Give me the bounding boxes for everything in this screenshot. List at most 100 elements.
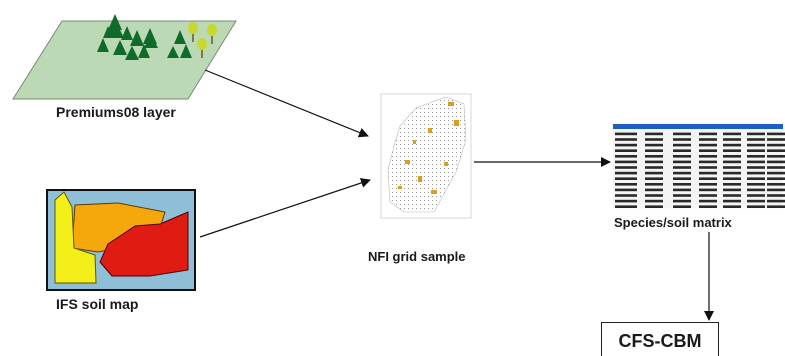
matrix-cell xyxy=(615,171,637,175)
matrix-cell xyxy=(645,171,663,175)
matrix-cell xyxy=(645,177,663,180)
edge-soil-to-nfi xyxy=(199,178,371,238)
matrix-cell xyxy=(615,132,637,136)
matrix-cell xyxy=(699,188,717,192)
matrix-cell xyxy=(673,132,691,136)
matrix-cell xyxy=(723,132,741,136)
premiums-layer-label: Premiums08 layer xyxy=(56,104,176,120)
matrix-cell xyxy=(699,177,717,180)
matrix-cell xyxy=(747,188,765,192)
matrix-cell xyxy=(747,205,765,208)
matrix-cell xyxy=(615,166,637,169)
matrix-cell xyxy=(673,183,691,186)
matrix-cell xyxy=(767,194,785,197)
premiums-layer-image xyxy=(12,14,237,100)
matrix-cell xyxy=(645,160,663,164)
matrix-cell xyxy=(699,166,717,169)
matrix-cell xyxy=(747,138,765,141)
matrix-cell xyxy=(673,188,691,192)
matrix-cell xyxy=(673,171,691,175)
matrix-cell xyxy=(615,194,637,197)
matrix-cell xyxy=(699,138,717,141)
matrix-cell xyxy=(673,138,691,141)
matrix-cell xyxy=(645,143,663,147)
deciduous-tree-icon xyxy=(188,22,217,58)
matrix-cell xyxy=(615,177,637,180)
matrix-cell xyxy=(673,166,691,169)
matrix-cell xyxy=(615,183,637,186)
matrix-cell xyxy=(747,171,765,175)
matrix-cell xyxy=(645,138,663,141)
matrix-cell xyxy=(673,143,691,147)
matrix-cell xyxy=(673,160,691,164)
matrix-cell xyxy=(645,149,663,152)
matrix-cell xyxy=(699,132,717,136)
matrix-cell xyxy=(645,188,663,192)
matrix-cell xyxy=(699,194,717,197)
matrix-cell xyxy=(699,143,717,147)
matrix-cell xyxy=(723,188,741,192)
matrix-cell xyxy=(767,177,785,180)
matrix-cell xyxy=(747,160,765,164)
matrix-cell xyxy=(615,199,637,203)
matrix-cell xyxy=(615,138,637,141)
matrix-cell xyxy=(615,149,637,152)
matrix-cell xyxy=(767,138,785,141)
nfi-grid-image xyxy=(380,93,472,219)
matrix-cell xyxy=(723,194,741,197)
soil-map-image xyxy=(46,189,196,291)
matrix-cell xyxy=(699,205,717,208)
matrix-cell xyxy=(747,183,765,186)
species-soil-matrix-label: Species/soil matrix xyxy=(614,215,732,230)
matrix-cell xyxy=(673,155,691,158)
matrix-cell xyxy=(767,183,785,186)
matrix-cell xyxy=(723,138,741,141)
matrix-cell xyxy=(673,199,691,203)
species-matrix-image xyxy=(613,124,785,209)
matrix-cell xyxy=(699,171,717,175)
matrix-cell xyxy=(723,177,741,180)
matrix-cell xyxy=(699,155,717,158)
matrix-cell xyxy=(767,160,785,164)
matrix-cell xyxy=(723,149,741,152)
cfs-cbm-label: CFS-CBM xyxy=(618,331,702,351)
matrix-cell xyxy=(767,171,785,175)
matrix-cell xyxy=(767,143,785,147)
matrix-cell xyxy=(723,205,741,208)
matrix-cell xyxy=(645,183,663,186)
tree-icon xyxy=(97,14,192,60)
matrix-cell xyxy=(767,188,785,192)
nfi-grid-sample-label: NFI grid sample xyxy=(368,249,466,264)
matrix-cell xyxy=(645,155,663,158)
matrix-cell xyxy=(645,199,663,203)
matrix-cell xyxy=(699,199,717,203)
edge-premiums-to-nfi xyxy=(204,69,369,138)
matrix-cell xyxy=(723,166,741,169)
matrix-cell xyxy=(645,205,663,208)
matrix-cell xyxy=(723,143,741,147)
matrix-cell xyxy=(615,205,637,208)
matrix-cell xyxy=(767,132,785,136)
matrix-cell xyxy=(723,155,741,158)
matrix-cell xyxy=(645,194,663,197)
matrix-cell xyxy=(673,177,691,180)
matrix-cell xyxy=(747,166,765,169)
matrix-cell xyxy=(645,166,663,169)
matrix-cell xyxy=(615,155,637,158)
matrix-cell xyxy=(699,160,717,164)
matrix-cell xyxy=(767,155,785,158)
matrix-cell xyxy=(747,199,765,203)
matrix-cell xyxy=(747,149,765,152)
matrix-cell xyxy=(767,149,785,152)
matrix-cell xyxy=(645,132,663,136)
matrix-cell xyxy=(747,194,765,197)
matrix-cell xyxy=(723,160,741,164)
matrix-cell xyxy=(615,160,637,164)
matrix-cell xyxy=(767,166,785,169)
matrix-cell xyxy=(699,183,717,186)
matrix-cell xyxy=(747,177,765,180)
matrix-cell xyxy=(673,194,691,197)
matrix-cell xyxy=(767,199,785,203)
matrix-cell xyxy=(673,149,691,152)
